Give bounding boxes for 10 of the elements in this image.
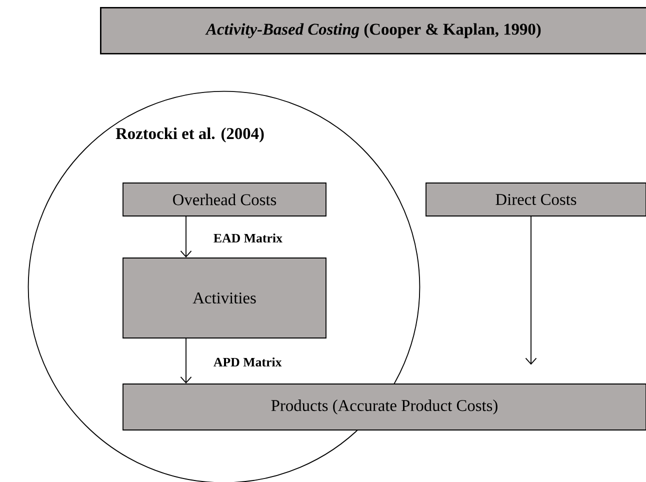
process-box: Products (Accurate Product Costs) — [122, 384, 646, 430]
process-box: Direct Costs — [426, 182, 646, 216]
edge-label: APD Matrix — [214, 357, 282, 367]
arrow — [180, 338, 192, 384]
process-box: Activities — [122, 258, 326, 338]
arrow — [525, 216, 537, 365]
edge-label: EAD Matrix — [214, 233, 282, 243]
arrow — [180, 216, 192, 258]
process-box: Overhead Costs — [122, 182, 326, 216]
title-box: Activity-Based Costing (Cooper & Kaplan, 1990) — [100, 7, 646, 54]
